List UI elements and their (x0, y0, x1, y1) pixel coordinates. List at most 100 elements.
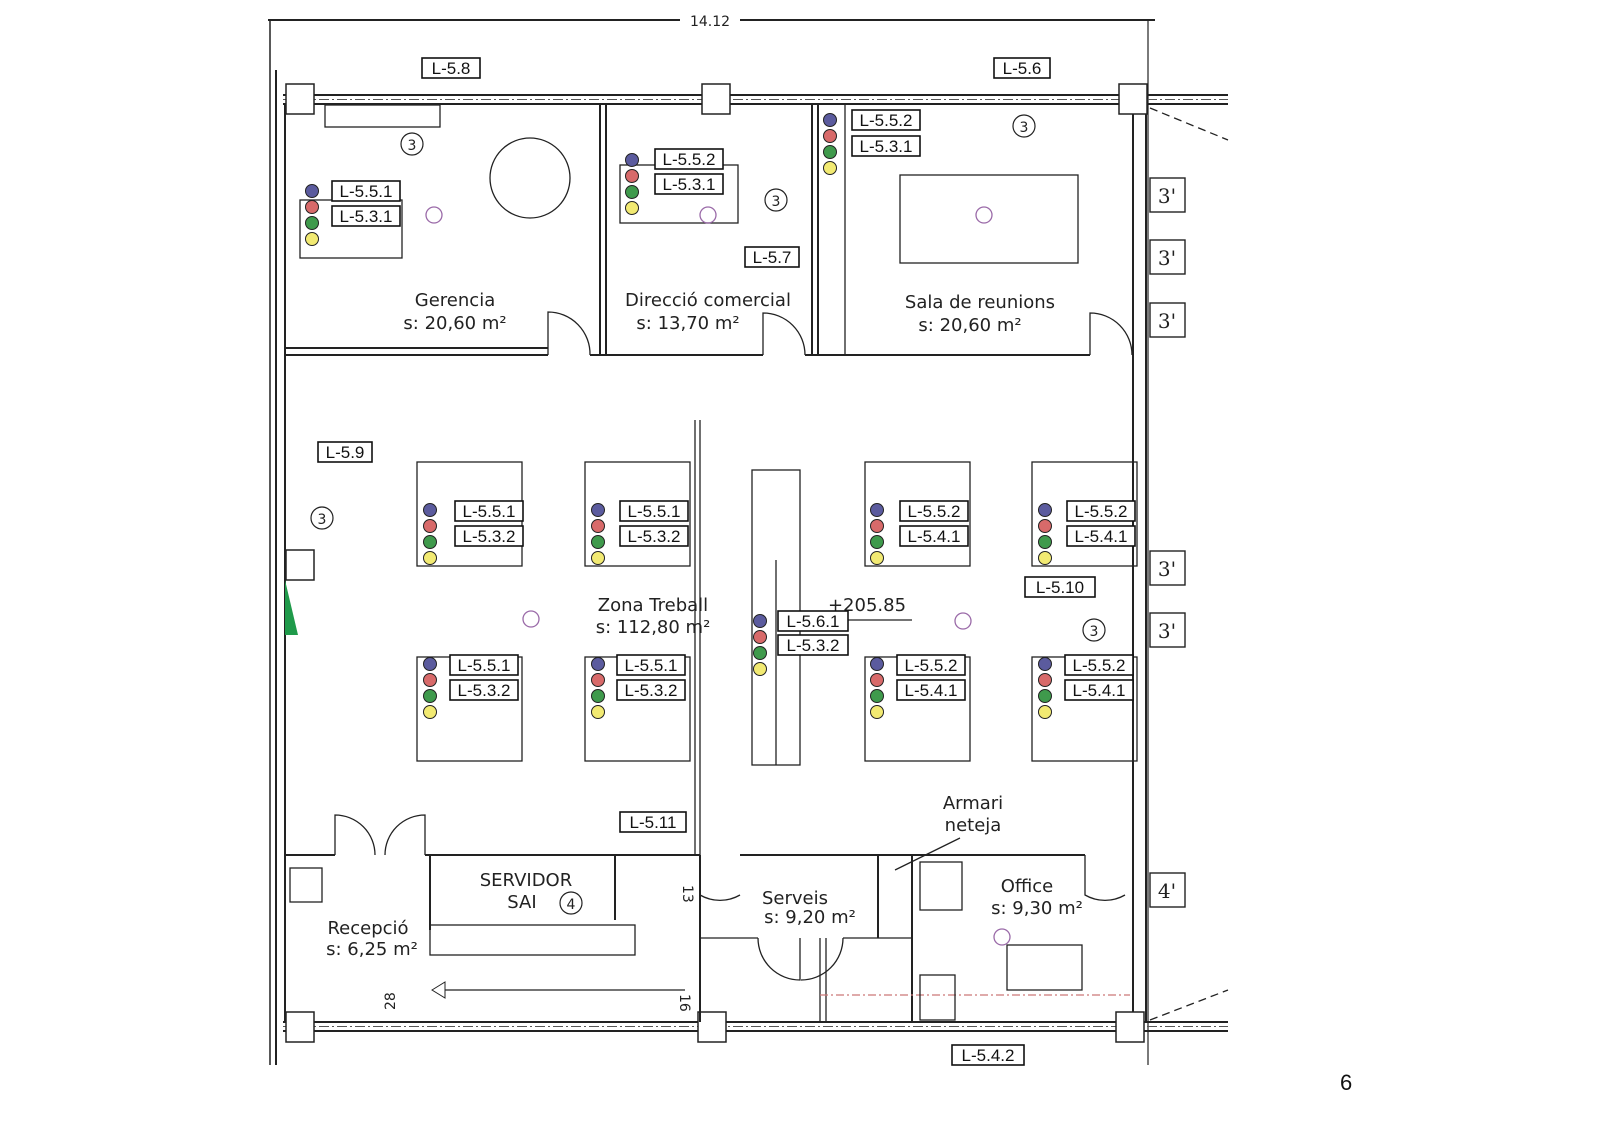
outlet-icon (1038, 503, 1052, 517)
outlet-icon (423, 673, 437, 687)
outlet-group (305, 184, 319, 246)
circuit-tag: L-5.11 (619, 811, 687, 833)
circuit-tag: L-5.8 (421, 57, 481, 79)
outlet-group (870, 657, 884, 719)
outlet-icon (423, 705, 437, 719)
room-armari-name: Armari (943, 793, 1003, 814)
circuit-tag: L-5.6 (993, 57, 1051, 79)
outlet-icon (753, 646, 767, 660)
room-serveis-area: s: 9,20 m² (764, 907, 856, 928)
side-marker: 4' (1149, 872, 1186, 908)
outlet-icon (1038, 535, 1052, 549)
room-gerencia-name: Gerencia (415, 290, 495, 311)
circle-number-label: 3 (1090, 624, 1099, 640)
outlet-icon (305, 184, 319, 198)
outlet-group (423, 503, 437, 565)
tag-label: L-5.5.1 (628, 502, 681, 521)
tag-label: L-5.3.1 (860, 137, 913, 156)
circuit-tag: L-5.5.2 (1064, 654, 1134, 676)
tag-box (777, 610, 849, 632)
outlet-icon (753, 630, 767, 644)
circuit-tag: L-5.9 (317, 441, 373, 463)
outlet-icon (591, 705, 605, 719)
tag-box (421, 57, 481, 79)
outlet-icon (753, 614, 767, 628)
circuit-tag: L-5.4.2 (951, 1044, 1025, 1066)
outlet-icon (591, 551, 605, 565)
outlet-icon (591, 535, 605, 549)
light-fixture-icon (954, 612, 972, 630)
circuit-tag: L-5.6.1 (777, 610, 849, 632)
tag-label: L-5.4.1 (1073, 681, 1126, 700)
circle-number: 3 (310, 506, 334, 530)
circle-outline (1082, 618, 1106, 642)
interior-walls (285, 104, 1133, 1022)
side-marker-label: 3' (1158, 184, 1176, 208)
column (697, 1011, 727, 1043)
circuit-tag: L-5.5.1 (331, 180, 401, 202)
exterior-walls (275, 70, 1229, 1065)
room-sala-name: Sala de reunions (905, 292, 1055, 313)
tag-label: L-5.3.1 (663, 175, 716, 194)
tag-box (449, 679, 519, 701)
side-marker: 3' (1149, 302, 1186, 338)
tag-box (744, 246, 800, 268)
outlet-icon (870, 519, 884, 533)
outlet-icon (423, 689, 437, 703)
tag-label: L-5.5.2 (663, 150, 716, 169)
column (285, 83, 315, 115)
outlet-icon (870, 673, 884, 687)
tag-label: L-5.4.2 (962, 1046, 1015, 1065)
tag-box (449, 654, 519, 676)
circuit-tag: L-5.5.2 (654, 148, 724, 170)
outlet-group (625, 153, 639, 215)
outlet-icon (625, 153, 639, 167)
workstation-desk (864, 461, 971, 567)
tag-box (1066, 500, 1136, 522)
circuit-tag: L-5.3.2 (777, 634, 849, 656)
room-recepcio-area: s: 6,25 m² (326, 939, 418, 960)
outlet-icon (591, 503, 605, 517)
tag-box (951, 1044, 1025, 1066)
tag-box (654, 148, 724, 170)
outlet-group (591, 657, 605, 719)
circle-number: 3 (764, 188, 788, 212)
tag-label: L-5.5.2 (908, 502, 961, 521)
circle-number: 3 (1012, 114, 1036, 138)
side-marker-box (1149, 872, 1186, 908)
room-serveis-name: Serveis (762, 888, 828, 909)
outlet-icon (1038, 673, 1052, 687)
circle-number-label: 3 (318, 512, 327, 528)
tag-label: L-5.6.1 (787, 612, 840, 631)
outlet-icon (591, 519, 605, 533)
stair-number-13: 13 (679, 885, 695, 903)
outlet-icon (305, 216, 319, 230)
side-marker: 3' (1149, 550, 1186, 586)
circuit-tag: L-5.7 (744, 246, 800, 268)
outlet-icon (753, 662, 767, 676)
room-gerencia-area: s: 20,60 m² (403, 313, 506, 334)
outlet-icon (423, 535, 437, 549)
outlet-icon (1038, 657, 1052, 671)
outlet-group (423, 657, 437, 719)
outlet-icon (870, 551, 884, 565)
circle-outline (764, 188, 788, 212)
tag-label: L-5.5.2 (1073, 656, 1126, 675)
side-marker-box (1149, 612, 1186, 648)
circuit-tag: L-5.3.2 (616, 679, 686, 701)
room-office-name: Office (1001, 876, 1054, 897)
outlet-group (753, 614, 767, 676)
tag-label: L-5.5.1 (458, 656, 511, 675)
tag-label: L-5.5.1 (340, 182, 393, 201)
outlet-icon (1038, 689, 1052, 703)
workstations (416, 461, 1138, 762)
circle-outline (1012, 114, 1036, 138)
outlet-icon (591, 657, 605, 671)
side-marker-label: 3' (1158, 309, 1176, 333)
room-direccio-area: s: 13,70 m² (636, 313, 739, 334)
outlet-icon (591, 673, 605, 687)
circuit-tag: L-5.5.2 (899, 500, 969, 522)
tag-box (454, 500, 524, 522)
outlet-icon (625, 185, 639, 199)
circuit-tag: L-5.4.1 (899, 525, 969, 547)
